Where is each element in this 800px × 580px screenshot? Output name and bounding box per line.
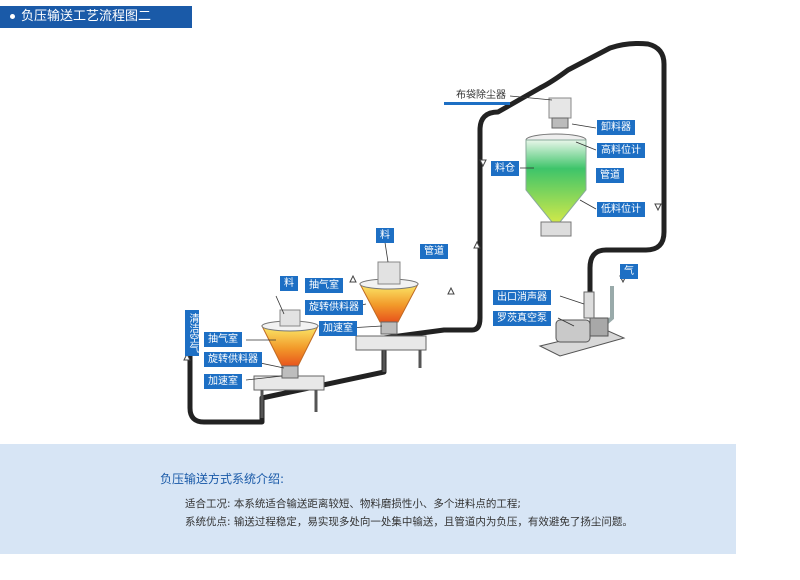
- info-panel: 负压输送方式系统介绍: 适合工况: 本系统适合输送距离较短、物料磨损性小、多个进…: [0, 444, 736, 554]
- label-feeder-2: 旋转供料器: [305, 300, 363, 315]
- label-material-1: 料: [280, 276, 298, 291]
- silo-body: [525, 139, 587, 223]
- label-clean-air: 清洁空气: [185, 310, 199, 356]
- flow-arrow-down-3: [479, 159, 487, 168]
- page-title: 负压输送工艺流程图二: [0, 6, 192, 28]
- label-suction-2: 抽气室: [305, 278, 343, 293]
- feeder-assembly-1: [253, 309, 325, 418]
- conveying-pipe: [187, 41, 667, 425]
- info-title: 负压输送方式系统介绍:: [160, 472, 285, 486]
- flow-arrow-up-1: [473, 240, 481, 249]
- flow-arrow-up-2: [447, 286, 455, 295]
- label-pipe-middle: 管道: [420, 244, 448, 259]
- unloader-body: [551, 117, 569, 129]
- label-outlet-silencer: 出口消声器: [493, 290, 551, 305]
- hopper-1: [261, 325, 319, 367]
- info-advantages: 系统优点: 输送过程稳定，易实现多处向一处集中输送，且管道内为负压，有效避免了扬…: [185, 516, 633, 528]
- silo-outlet: [540, 221, 572, 237]
- label-pipe-right: 管道: [596, 168, 624, 183]
- label-suction-1: 抽气室: [204, 332, 242, 347]
- rotary-feeder-1: [281, 365, 299, 379]
- hopper-2: [359, 283, 419, 323]
- process-diagram: [183, 41, 667, 425]
- bullet-icon: [10, 14, 15, 19]
- roots-pump-assembly: [538, 291, 626, 357]
- label-silo: 料仓: [491, 161, 519, 176]
- label-high-level: 高料位计: [597, 143, 645, 158]
- label-unloader: 卸料器: [597, 120, 635, 135]
- label-low-level: 低料位计: [597, 202, 645, 217]
- label-feeder-1: 旋转供料器: [204, 352, 262, 367]
- title-text: 负压输送工艺流程图二: [21, 9, 152, 24]
- label-dust-collector: 布袋除尘器: [456, 90, 506, 101]
- outlet-silencer-body: [583, 291, 595, 319]
- flow-arrow-down-1: [654, 203, 662, 212]
- silo-assembly: [525, 97, 587, 237]
- leader-lines: [245, 95, 597, 381]
- flow-arrow-up-3: [349, 274, 357, 283]
- rotary-feeder-2: [380, 321, 398, 335]
- flow-arrow-up-4: [183, 352, 191, 361]
- dust-collector-body: [548, 97, 572, 119]
- label-material-2: 料: [376, 228, 394, 243]
- label-air: 气: [620, 264, 638, 279]
- feeder-assembly-2: [355, 261, 427, 372]
- label-accel-2: 加速室: [319, 321, 357, 336]
- info-conditions: 适合工况: 本系统适合输送距离较短、物料磨损性小、多个进料点的工程;: [185, 498, 521, 510]
- label-accel-1: 加速室: [204, 374, 242, 389]
- label-dust-collector-bar: [444, 102, 510, 105]
- label-roots-pump: 罗茨真空泵: [493, 311, 551, 326]
